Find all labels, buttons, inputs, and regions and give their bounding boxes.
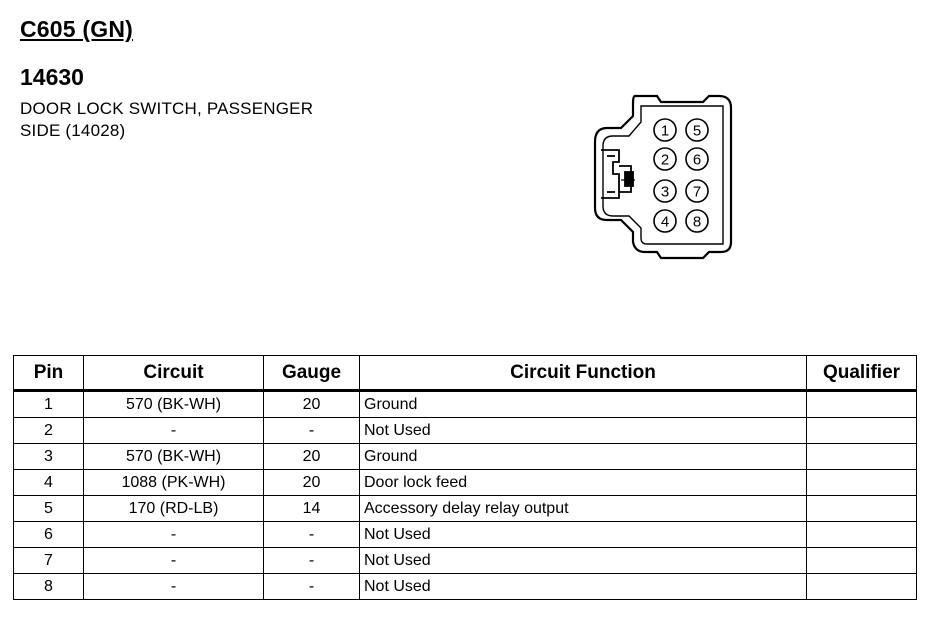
cell-gauge: 20 [263, 469, 360, 496]
cell-circuit: 570 (BK-WH) [83, 443, 264, 470]
connector-face-diagram: 1 5 2 6 3 7 4 8 [593, 94, 733, 260]
table-row: 7 - - Not Used [13, 547, 917, 574]
table-row: 6 - - Not Used [13, 521, 917, 548]
header-gauge: Gauge [263, 355, 360, 391]
pin-label-8: 8 [693, 214, 701, 231]
connector-description: DOOR LOCK SWITCH, PASSENGER SIDE (14028) [20, 98, 313, 142]
description-line-1: DOOR LOCK SWITCH, PASSENGER [20, 99, 314, 118]
cell-gauge: 20 [263, 390, 360, 418]
cell-pin: 2 [13, 417, 84, 444]
table-row: 4 1088 (PK-WH) 20 Door lock feed [13, 469, 917, 496]
cell-circuit: - [83, 573, 264, 600]
cell-gauge: - [263, 417, 360, 444]
header-qualifier: Qualifier [806, 355, 917, 391]
header-pin: Pin [13, 355, 84, 391]
pin-label-5: 5 [693, 123, 701, 140]
cell-pin: 4 [13, 469, 84, 496]
pin-label-3: 3 [661, 184, 669, 201]
connector-id-title: C605 (GN) [20, 16, 133, 42]
cell-qualifier [806, 495, 917, 522]
cell-function: Accessory delay relay output [359, 495, 807, 522]
table-row: 2 - - Not Used [13, 417, 917, 444]
cell-function: Ground [359, 390, 807, 418]
cell-function: Not Used [359, 573, 807, 600]
cell-function: Ground [359, 443, 807, 470]
cell-circuit: - [83, 547, 264, 574]
cell-circuit: - [83, 417, 264, 444]
cell-function: Not Used [359, 521, 807, 548]
connector-housing [593, 94, 733, 260]
table-row: 3 570 (BK-WH) 20 Ground [13, 443, 917, 470]
latch-tab [601, 149, 635, 199]
description-line-2: SIDE (14028) [20, 121, 126, 140]
part-number: 14630 [20, 64, 84, 90]
pin-label-6: 6 [693, 152, 701, 169]
cell-qualifier [806, 390, 917, 418]
cell-function: Not Used [359, 547, 807, 574]
cell-gauge: 14 [263, 495, 360, 522]
cell-qualifier [806, 443, 917, 470]
cell-gauge: - [263, 573, 360, 600]
cell-pin: 3 [13, 443, 84, 470]
table-row: 5 170 (RD-LB) 14 Accessory delay relay o… [13, 495, 917, 522]
pin-label-7: 7 [693, 184, 701, 201]
cell-circuit: 1088 (PK-WH) [83, 469, 264, 496]
cell-circuit: 570 (BK-WH) [83, 390, 264, 418]
cell-pin: 7 [13, 547, 84, 574]
cell-qualifier [806, 417, 917, 444]
cell-pin: 5 [13, 495, 84, 522]
cell-qualifier [806, 573, 917, 600]
pin-label-4: 4 [661, 214, 669, 231]
cell-function: Not Used [359, 417, 807, 444]
pin-labels: 1 5 2 6 3 7 4 8 [661, 123, 701, 231]
table-row: 1 570 (BK-WH) 20 Ground [13, 390, 917, 418]
cell-qualifier [806, 547, 917, 574]
cell-qualifier [806, 469, 917, 496]
cell-pin: 6 [13, 521, 84, 548]
table-row: 8 - - Not Used [13, 573, 917, 600]
pin-label-1: 1 [661, 123, 669, 140]
pin-circles [653, 118, 709, 233]
cell-gauge: - [263, 547, 360, 574]
cell-pin: 1 [13, 390, 84, 418]
header-circuit-function: Circuit Function [359, 355, 807, 391]
cell-gauge: - [263, 521, 360, 548]
table-header-row: Pin Circuit Gauge Circuit Function Quali… [13, 355, 917, 391]
cell-circuit: 170 (RD-LB) [83, 495, 264, 522]
pinout-table: Pin Circuit Gauge Circuit Function Quali… [13, 355, 917, 600]
cell-gauge: 20 [263, 443, 360, 470]
pin-label-2: 2 [661, 152, 669, 169]
cell-pin: 8 [13, 573, 84, 600]
connector-inner-outline [602, 105, 724, 245]
header-circuit: Circuit [83, 355, 264, 391]
cell-function: Door lock feed [359, 469, 807, 496]
cell-circuit: - [83, 521, 264, 548]
cell-qualifier [806, 521, 917, 548]
